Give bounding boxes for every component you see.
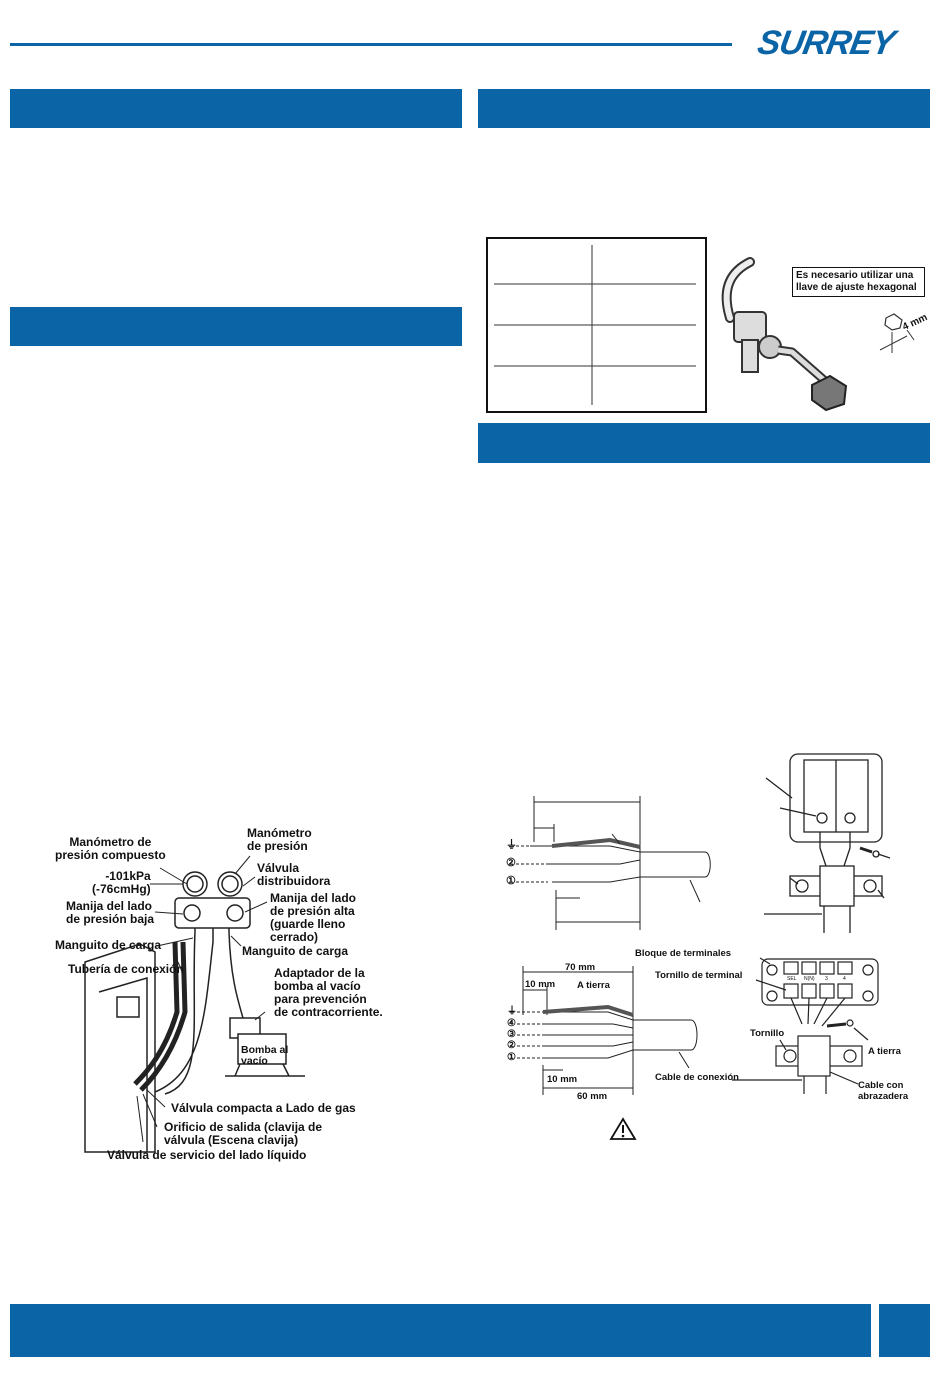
connection-cable-label: Cable de conexión	[655, 1072, 739, 1083]
length-70mm: 70 mm	[565, 962, 596, 973]
terminal-mark-3: 3	[825, 976, 828, 982]
liquid-valve-label: Válvula de servicio del lado líquido	[107, 1148, 307, 1162]
top-terminal-board	[760, 748, 930, 938]
section-header-right-2	[478, 423, 930, 463]
top-terminal-1: ①	[506, 875, 516, 887]
compound-gauge-label: Manómetro de presión compuesto	[55, 835, 166, 862]
low-pressure-handle-label: Manija del lado de presión baja	[66, 899, 155, 926]
outlet-label: Orificio de salida (clavija de válvula (…	[164, 1120, 323, 1147]
top-cable-diagram: ⏚ ② ①	[500, 790, 730, 935]
strip-10mm-bottom: 10 mm	[547, 1074, 578, 1085]
terminal-1: ①	[507, 1052, 516, 1063]
ground-label: A tierra	[577, 980, 610, 991]
pressure-gauge-label: Manómetro de presión	[247, 826, 312, 853]
charge-hose-right-label: Manguito de carga	[242, 944, 349, 958]
spec-table	[486, 237, 707, 413]
terminal-block-label: Bloque de terminales	[635, 948, 732, 959]
terminal-mark-4: 4	[843, 976, 846, 982]
header-rule	[10, 43, 732, 46]
hex-wrench-callout: Es necesario utilizar una llave de ajust…	[792, 267, 925, 297]
footer-bar	[10, 1304, 871, 1357]
surrey-logo: SURREY	[750, 24, 925, 64]
gas-valve-label: Válvula compacta a Lado de gas	[171, 1101, 356, 1115]
bottom-cable-diagram: 70 mm 10 mm A tierra ⏚ ④ ③ ② ① 10 mm 60 …	[503, 960, 743, 1105]
terminal-screw-label: Tornillo de terminal	[655, 970, 743, 981]
tornillo-label: Tornillo	[750, 1028, 785, 1039]
terminal-mark-sel: SEL	[787, 976, 797, 982]
terminal-3: ③	[507, 1029, 516, 1040]
terminal-block-diagram: Bloque de terminales Tornillo de termina…	[632, 944, 932, 1109]
top-ground-terminal: ⏚	[506, 839, 517, 851]
terminal-mark-n: N(N)	[804, 976, 815, 982]
connection-pipe-label: Tubería de conexión	[68, 962, 184, 976]
vacuum-pump-label: Bomba al vacío	[241, 1044, 289, 1067]
section-header-right-1	[478, 89, 930, 128]
backflow-adapter-label: Adaptador de la bomba al vacío para prev…	[274, 966, 383, 1019]
charge-hose-left-label: Manguito de carga	[55, 938, 162, 952]
high-pressure-handle-label: Manija del lado de presión alta (guarde …	[270, 891, 357, 944]
manifold-valve-label: Válvula distribuidora	[257, 861, 331, 888]
page-number-box	[879, 1304, 930, 1357]
section-header-left-1	[10, 89, 462, 128]
strip-10mm-top: 10 mm	[525, 979, 556, 990]
hex-wrench-illustration: Es necesario utilizar una llave de ajust…	[712, 240, 937, 415]
warning-triangle-icon	[609, 1117, 637, 1141]
gauge-manifold-diagram: Manómetro de presión compuesto Manómetro…	[55, 822, 415, 1167]
terminal-2: ②	[507, 1040, 516, 1051]
terminal-4: ④	[507, 1018, 516, 1029]
top-terminal-2: ②	[506, 857, 516, 869]
length-60mm: 60 mm	[577, 1091, 608, 1102]
vacuum-reading-label: -101kPa (-76cmHg)	[92, 869, 151, 896]
ground-terminal: ⏚	[507, 1006, 517, 1017]
ground-label-right: A tierra	[868, 1046, 901, 1057]
section-header-left-2	[10, 307, 462, 346]
cable-clamp-label: Cable con abrazadera	[858, 1080, 909, 1102]
